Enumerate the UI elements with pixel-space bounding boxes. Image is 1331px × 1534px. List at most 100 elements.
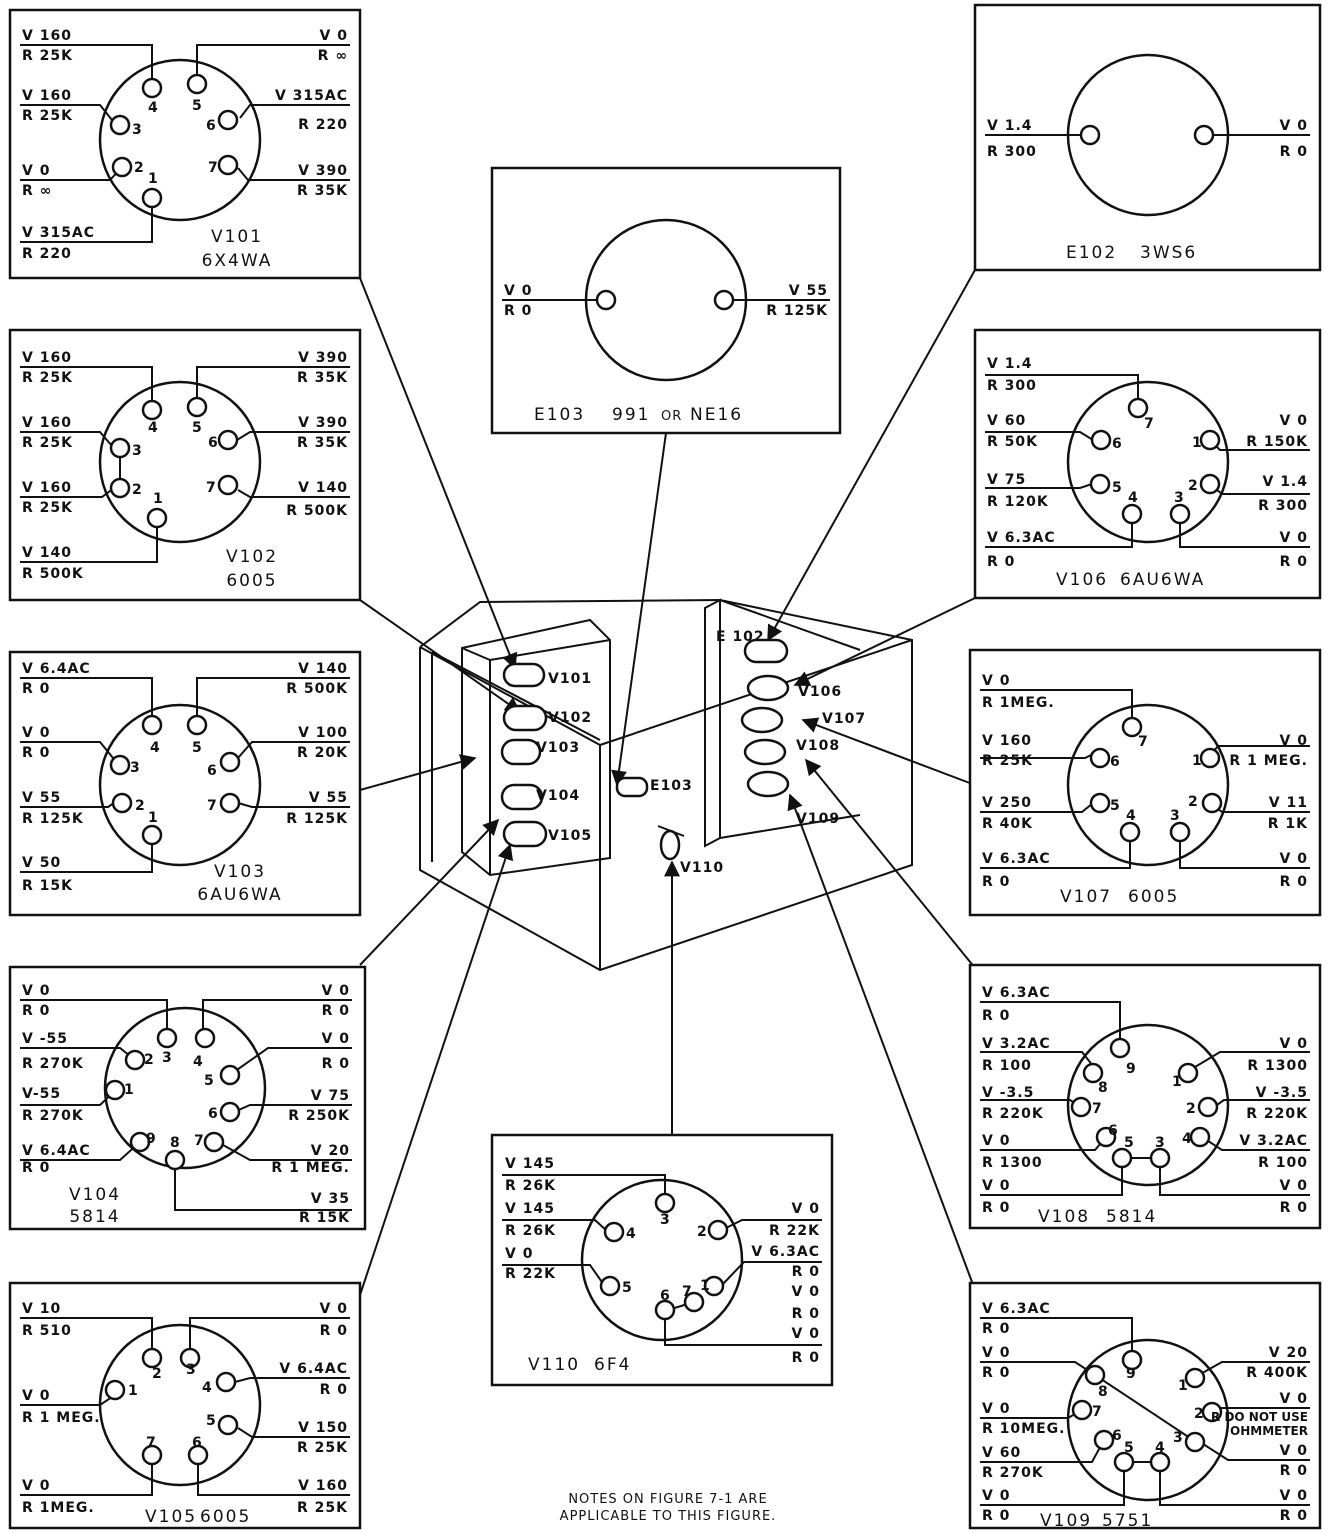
pin4-voltage: V 160 (22, 350, 72, 366)
pin1-voltage: V 20 (1269, 1345, 1308, 1361)
pin3-resistance: R 0 (1280, 1463, 1308, 1479)
pin6-voltage: V 160 (298, 1478, 348, 1494)
pin1-resistance: R 500K (22, 566, 84, 582)
pin6-voltage: V 390 (298, 415, 348, 431)
pin7-resistance: R 125K (286, 811, 348, 827)
pin-6: 6 (660, 1288, 670, 1304)
chassis-label-v101: V101 (548, 671, 592, 687)
pin-3: 3 (162, 1050, 172, 1066)
chassis-label-v110: V110 (680, 860, 724, 876)
pin3-voltage: V 0 (1280, 1178, 1308, 1194)
pin5-voltage: V 390 (298, 350, 348, 366)
chassis-label-v103: V103 (536, 740, 580, 756)
tube-type: 6X4WA (202, 251, 273, 271)
pin3-voltage: V 160 (22, 88, 72, 104)
tube-type: 6AU6WA (197, 885, 282, 905)
lamp-type-alt: NE16 (690, 405, 743, 425)
pin1-voltage: V 315AC (22, 225, 95, 241)
pin7-voltage: V 140 (298, 480, 348, 496)
pin2-resistance: R 125K (22, 811, 84, 827)
pin6-voltage: V 160 (982, 733, 1032, 749)
pin5-voltage: V 0 (982, 1178, 1010, 1194)
pin7-resistance: R 300 (987, 378, 1037, 394)
pin-4: 4 (626, 1226, 636, 1242)
right-pin-voltage: V 0 (1280, 118, 1308, 134)
chassis-label-v105: V105 (548, 828, 592, 844)
pin2-voltage: V 55 (22, 790, 61, 806)
pin6-resistance: R 25K (297, 1500, 348, 1516)
pin-2: 2 (1194, 1406, 1204, 1422)
tube-type: 6005 (1128, 887, 1179, 907)
panel-v110: 3 4 2 5 1 6 7 V 145 R 26K V 145 R 26K V … (490, 1133, 834, 1387)
pin3-voltage: V 0 (22, 983, 50, 999)
pin-5: 5 (1110, 798, 1120, 814)
pin-3: 3 (660, 1212, 670, 1228)
tube-designator: V110 (528, 1355, 580, 1375)
pin6-resistance: R 35K (297, 435, 348, 451)
panel-v109: 9 8 1 7 2 6 3 5 4 V 6.3AC R 0 V 0 R 0 V … (968, 1281, 1322, 1531)
pin2-resistance: R 1K (1268, 816, 1308, 832)
pin-1: 1 (1192, 753, 1202, 769)
pin5-voltage: V 0 (320, 28, 348, 44)
pin-5: 5 (1124, 1135, 1134, 1151)
pin9-voltage: V 6.3AC (982, 985, 1051, 1001)
leader-v107 (801, 717, 976, 786)
pin5-voltage: V 150 (298, 1420, 348, 1436)
pin7-resistance: R 220K (982, 1106, 1044, 1122)
pin-1: 1 (1172, 1074, 1182, 1090)
tubes-left (500, 662, 548, 848)
pin-2: 2 (132, 482, 142, 498)
pin7-voltage: V 0 (982, 673, 1010, 689)
pin-2: 2 (134, 160, 144, 176)
pin-3: 3 (1174, 490, 1184, 506)
pin6-voltage: V 60 (982, 1445, 1021, 1461)
pin6-resistance: R 20K (297, 745, 348, 761)
pin8-resistance: R 0 (982, 1365, 1010, 1381)
leader-e103 (611, 432, 667, 787)
pin-4: 4 (1182, 1131, 1192, 1147)
panel-v104: 3 4 2 5 1 6 9 8 7 V 0 R 0 V -55 R 270K V… (8, 965, 367, 1231)
pin4-resistance: R 0 (22, 681, 50, 697)
pin4-resistance: R 100 (1258, 1155, 1308, 1171)
pin-6: 6 (192, 1435, 202, 1451)
pin-1: 1 (148, 171, 158, 187)
pin6-voltage: V 100 (298, 725, 348, 741)
pin-6: 6 (1108, 1123, 1118, 1139)
pin-4: 4 (150, 740, 160, 756)
pin-3: 3 (130, 760, 140, 776)
leader-v103 (359, 754, 477, 791)
pin-1: 1 (153, 491, 163, 507)
pin2-voltage: V 11 (1269, 795, 1308, 811)
pin-1: 1 (700, 1278, 710, 1294)
pin-7: 7 (1092, 1404, 1102, 1420)
panel-v106: 7 6 1 5 2 4 3 V 1.4 R 300 V 60 R 50K V 7… (973, 328, 1322, 600)
pin3-voltage: V 0 (1280, 1443, 1308, 1459)
tube-designator: V108 (1038, 1207, 1090, 1227)
pin7-resistance: R 500K (286, 503, 348, 519)
leader-v104 (359, 818, 500, 966)
lamp-e103 (615, 776, 649, 798)
pin-8: 8 (170, 1135, 180, 1151)
pin-6: 6 (1112, 1428, 1122, 1444)
pin2-voltage: V 0 (792, 1201, 820, 1217)
note-line-2: APPLICABLE TO THIS FIGURE. (560, 1509, 777, 1524)
pin3-resistance: R 0 (22, 745, 50, 761)
pin-3: 3 (1155, 1135, 1165, 1151)
pin3-resistance: R 26K (505, 1178, 556, 1194)
chassis-label-v106: V106 (798, 684, 842, 700)
pin2-voltage: V 1.4 (1262, 474, 1308, 490)
chassis-label-v104: V104 (536, 788, 580, 804)
leader-v108 (804, 758, 976, 969)
pin4-voltage: V 145 (505, 1201, 555, 1217)
pin6-resistance: R 270K (982, 1465, 1044, 1481)
pin-7: 7 (206, 480, 216, 496)
pin2-resistance: R 25K (22, 500, 73, 516)
pin9-voltage: V 6.4AC (22, 1143, 91, 1159)
pin-2: 2 (152, 1366, 162, 1382)
pin5-resistance: R 25K (297, 1440, 348, 1456)
pin-2: 2 (144, 1052, 154, 1068)
pin2-resistance: R ∞ (22, 183, 52, 199)
pin1-resistance: R 400K (1246, 1365, 1308, 1381)
pin-4: 4 (1126, 808, 1136, 824)
pin3-resistance: R 0 (1280, 1200, 1308, 1216)
